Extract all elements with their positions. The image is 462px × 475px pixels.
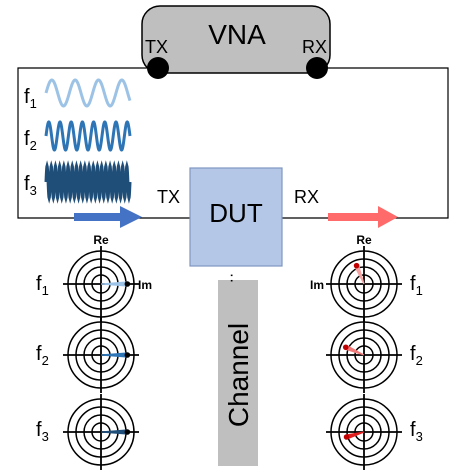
input-re-label: Re <box>93 233 109 247</box>
dut-box <box>189 167 283 267</box>
output-polar-plot-3 <box>326 394 402 470</box>
output-polar-plot-1 <box>326 246 402 322</box>
tx-arrow <box>74 206 142 228</box>
phasor-tip <box>124 281 131 287</box>
vna-label: VNA <box>208 19 266 50</box>
freq-label-2: f2 <box>24 128 37 153</box>
rx-arrow <box>328 206 398 228</box>
output-polar-label-3: f3 <box>410 419 423 444</box>
polar-plots <box>63 246 402 470</box>
input-polar-label-2: f2 <box>36 343 49 368</box>
phasor-vector <box>345 431 365 440</box>
waveform-f2 <box>44 120 132 152</box>
waveform-f3 <box>44 160 132 204</box>
vna-tx-port-label: TX <box>145 37 168 57</box>
freq-row-3: f3 <box>24 160 132 204</box>
input-polar-plot-3 <box>63 394 139 470</box>
phasor-tip <box>342 344 349 351</box>
phasor-vector <box>101 281 128 287</box>
phasor-vector <box>101 429 128 435</box>
input-polar-label-1: f1 <box>36 273 49 298</box>
phasor-tip <box>124 352 131 358</box>
freq-label-3: f3 <box>24 173 37 198</box>
phasor-tip <box>343 434 350 440</box>
vna-box <box>141 5 331 74</box>
freq-row-2: f2 <box>24 120 132 153</box>
freq-label-1: f1 <box>24 86 37 111</box>
input-polar-label-3: f3 <box>36 419 49 444</box>
phasor-vector <box>354 264 365 285</box>
output-polar-label-2: f2 <box>410 343 423 368</box>
input-polar-plot-1 <box>63 246 139 322</box>
output-im-label: Im <box>310 278 324 292</box>
phasor-vector <box>344 344 365 356</box>
dut-tx-label: TX <box>157 187 180 207</box>
output-re-label: Re <box>356 233 372 247</box>
phasor-tip <box>124 429 131 435</box>
input-polar-plot-2 <box>63 317 139 393</box>
dut-rx-label: RX <box>294 187 319 207</box>
waveform-f1 <box>44 78 132 108</box>
output-polar-label-1: f1 <box>410 273 423 298</box>
dut-label: DUT <box>209 198 263 228</box>
freq-row-1: f1 <box>24 78 132 111</box>
channel-dots: ·· <box>223 273 240 284</box>
phasor-tip <box>353 262 360 269</box>
channel-label: Channel <box>223 323 254 427</box>
input-im-label: Im <box>138 278 152 292</box>
output-polar-plot-2 <box>326 317 402 393</box>
phasor-vector <box>101 352 128 358</box>
vna-rx-port-label: RX <box>302 37 327 57</box>
channel-bar <box>218 280 258 466</box>
